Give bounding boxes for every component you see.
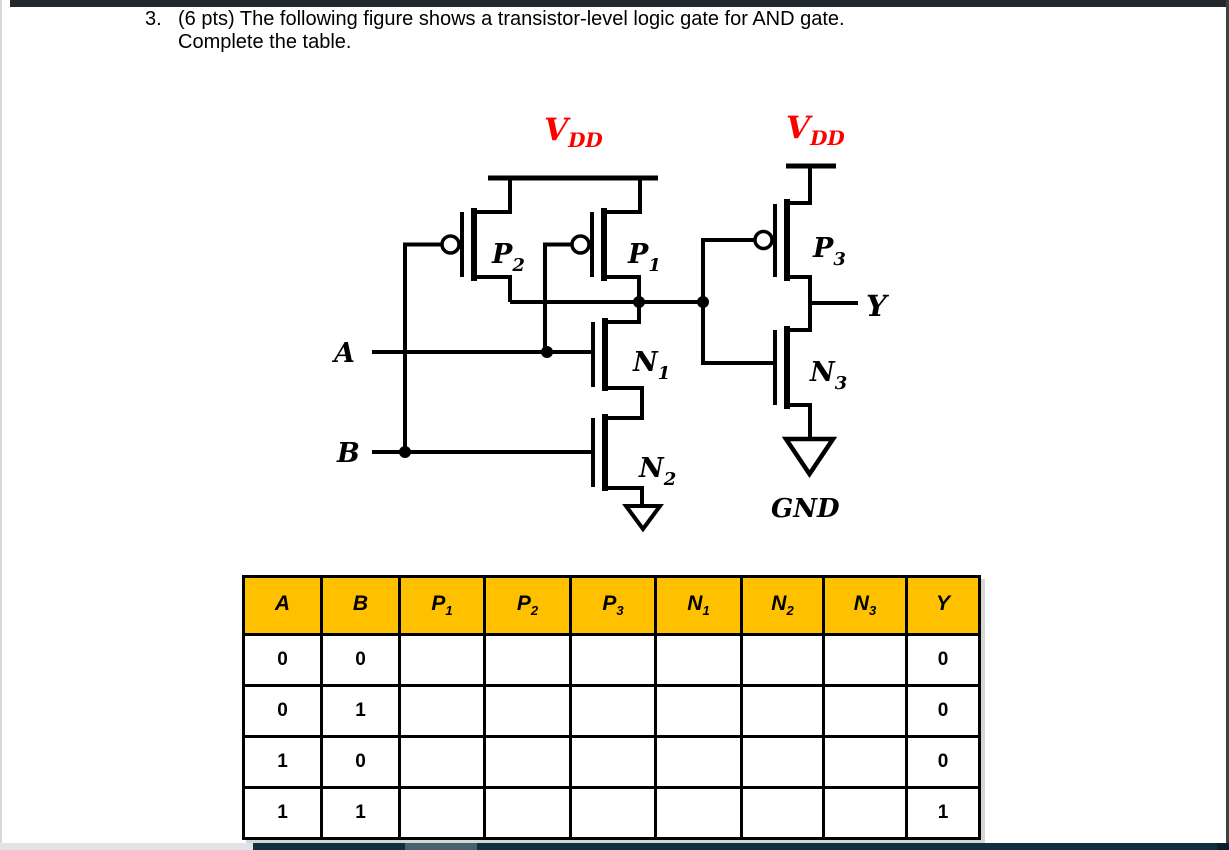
pmos-p3-source-lead — [787, 166, 812, 205]
label-gnd: GND — [771, 494, 840, 524]
table-cell: 1 — [320, 684, 401, 738]
pmos-p3-gate-bubble — [753, 229, 774, 251]
nmos-n1-drain-lead — [605, 302, 641, 324]
table-cell: 0 — [905, 684, 981, 738]
nmos-n2-source-lead — [605, 486, 644, 508]
pmos-p1-source-lead — [604, 178, 642, 214]
header-cell-n2: N2 — [740, 575, 825, 636]
table-cell: 1 — [242, 735, 323, 789]
table-cell: 0 — [242, 684, 323, 738]
table-cell — [654, 735, 743, 789]
table-cell — [483, 633, 572, 687]
pmos-p1-drain-lead — [604, 275, 641, 302]
table-cell — [822, 786, 908, 840]
pmos-p1-gate-wire-to-a — [543, 242, 572, 352]
label-p3: P3 — [812, 233, 846, 270]
page-left-border — [0, 0, 2, 850]
nmos-n3-source-lead — [787, 403, 812, 440]
table-cell — [569, 786, 657, 840]
header-cell-n1: N1 — [654, 575, 743, 636]
question-number: 3. — [145, 8, 162, 30]
table-cell: 0 — [320, 633, 401, 687]
junction-dot-a-p1gate — [541, 346, 553, 358]
table-header-row: A B P1 P2 P3 N1 N2 N3 Y — [242, 575, 981, 636]
table-row: 1 1 1 — [242, 786, 981, 840]
question-line1: (6 pts) The following figure shows a tra… — [178, 8, 845, 30]
table-cell — [569, 684, 657, 738]
table-cell — [398, 786, 486, 840]
scrollbar-track[interactable] — [253, 843, 1229, 850]
label-p2: P2 — [491, 239, 525, 276]
table-cell: 0 — [905, 633, 981, 687]
table-cell — [822, 735, 908, 789]
window-top-bar — [10, 0, 1229, 7]
junction-dot-node-p3n3 — [697, 296, 709, 308]
label-n3: N3 — [809, 357, 847, 394]
label-n2: N2 — [638, 453, 676, 490]
table-cell — [569, 735, 657, 789]
wire-gate-p3-n3 — [701, 238, 775, 365]
header-cell-y: Y — [905, 575, 981, 636]
horizontal-scrollbar[interactable] — [0, 843, 1229, 850]
table-cell: 1 — [905, 786, 981, 840]
label-input-a: A — [331, 338, 355, 369]
table-cell — [822, 633, 908, 687]
table-cell — [569, 633, 657, 687]
table-cell — [740, 684, 825, 738]
table-cell: 1 — [320, 786, 401, 840]
label-n1: N1 — [632, 347, 670, 384]
table-row: 0 1 0 — [242, 684, 981, 738]
table-cell: 1 — [242, 786, 323, 840]
question-body: (6 pts) The following figure shows a tra… — [178, 8, 845, 54]
table-cell — [483, 684, 572, 738]
table-cell — [654, 684, 743, 738]
header-cell-b: B — [320, 575, 401, 636]
table-cell — [398, 735, 486, 789]
nmos-n1-source-lead — [605, 386, 644, 420]
header-cell-p3: P3 — [569, 575, 657, 636]
table-cell — [740, 633, 825, 687]
nmos-n3-drain-lead — [787, 303, 812, 332]
junction-dot-b-p2gate — [399, 446, 411, 458]
junction-dot-node-n1 — [633, 296, 645, 308]
pmos-p2-drain-lead — [474, 275, 512, 302]
pmos-p2-source-lead — [474, 178, 512, 214]
pmos-p2-gate-bubble — [440, 234, 461, 255]
header-cell-a: A — [242, 575, 323, 636]
label-output-y: Y — [866, 289, 890, 323]
ground-symbol-n2 — [622, 504, 664, 533]
table-row: 0 0 0 — [242, 633, 981, 687]
truth-table: A B P1 P2 P3 N1 N2 N3 Y 0 0 0 0 1 — [242, 575, 981, 840]
pmos-p1-gate-bubble — [570, 234, 591, 255]
pmos-p3-drain-lead — [787, 275, 812, 303]
table-cell — [740, 786, 825, 840]
label-input-b: B — [336, 438, 360, 469]
table-cell: 0 — [242, 633, 323, 687]
table-cell: 0 — [320, 735, 401, 789]
table-cell — [740, 735, 825, 789]
label-p1: P1 — [627, 239, 661, 276]
circuit-diagram: VDD VDD A B Y GND P2 P1 P3 N1 N2 N3 — [331, 110, 890, 533]
table-cell — [398, 633, 486, 687]
table-cell — [483, 735, 572, 789]
table-cell: 0 — [905, 735, 981, 789]
question-line2: Complete the table. — [178, 31, 352, 53]
scrollbar-end-cap — [1217, 843, 1229, 850]
scrollbar-thumb[interactable] — [405, 843, 477, 850]
header-cell-p1: P1 — [398, 575, 486, 636]
ground-symbol-n3 — [781, 436, 838, 479]
table-cell — [822, 684, 908, 738]
table-cell — [654, 786, 743, 840]
label-vdd-2: VDD — [786, 110, 845, 150]
table-cell — [483, 786, 572, 840]
page-right-border — [1226, 0, 1229, 850]
label-vdd-1: VDD — [544, 112, 603, 152]
question-text: 3. (6 pts) The following figure shows a … — [145, 8, 1045, 54]
pmos-p2-gate-wire-to-b — [403, 242, 442, 452]
table-row: 1 0 0 — [242, 735, 981, 789]
header-cell-p2: P2 — [483, 575, 572, 636]
table-cell — [398, 684, 486, 738]
header-cell-n3: N3 — [822, 575, 908, 636]
table-cell — [654, 633, 743, 687]
